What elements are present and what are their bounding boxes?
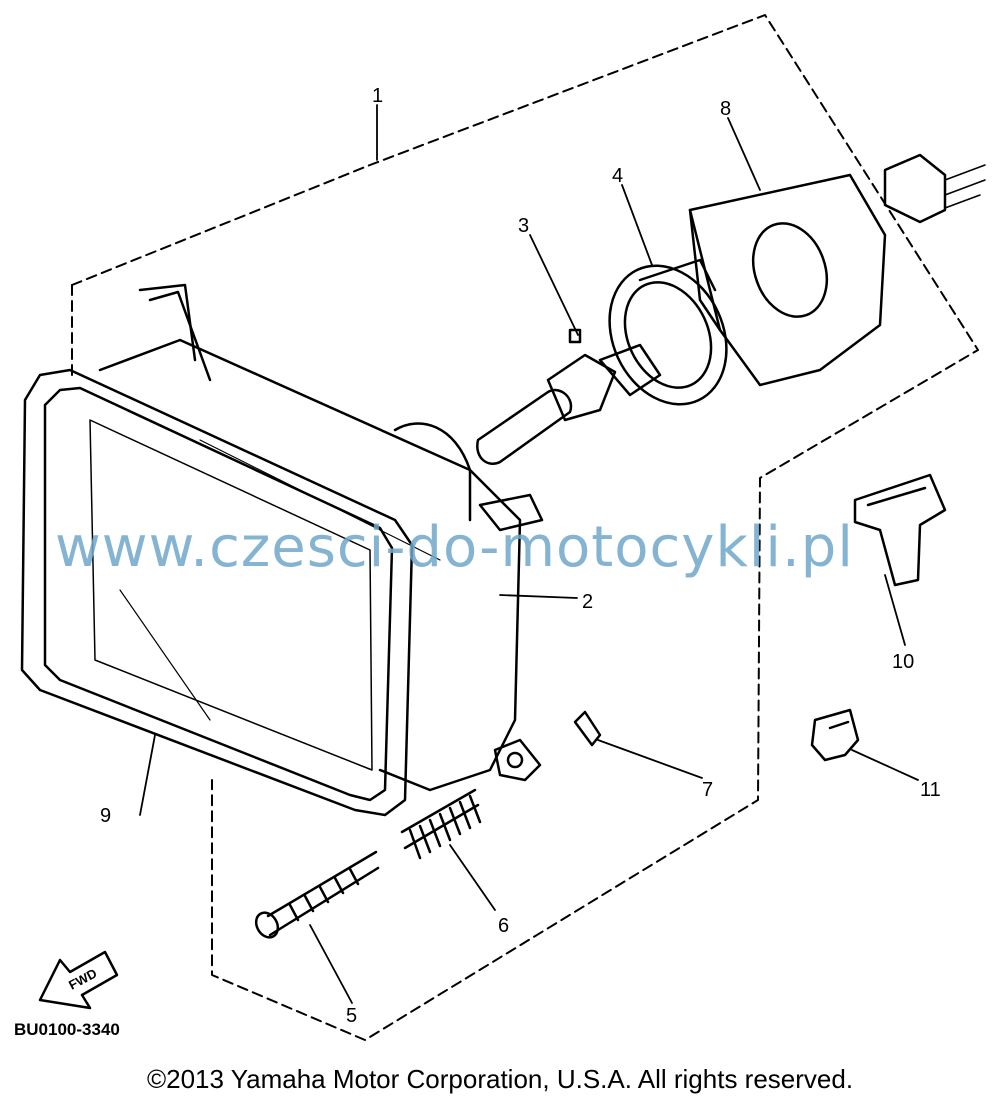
- callout-7: 7: [702, 779, 713, 801]
- bulb-holder: [608, 258, 728, 406]
- callout-3: 3: [518, 215, 529, 237]
- callout-11: 11: [920, 779, 941, 801]
- grommet-part-11: [810, 708, 860, 762]
- leader-lines: [139, 104, 919, 1004]
- headlight-rim: [20, 368, 441, 817]
- assembly-boundary: [71, 14, 979, 1041]
- callout-2: 2: [582, 591, 593, 613]
- headlight-unit: [98, 283, 544, 792]
- callout-4: 4: [612, 165, 623, 187]
- callout-5: 5: [346, 1005, 357, 1027]
- callout-6: 6: [498, 915, 509, 937]
- wire-connector: [883, 153, 986, 224]
- callout-labels: 1 2 3 4 5 6 7 8 9 10 11 FWD: [66, 85, 941, 1027]
- callout-9: 9: [100, 805, 111, 827]
- callout-8: 8: [720, 98, 731, 120]
- callout-10: 10: [892, 651, 914, 673]
- screw-part-5: [254, 850, 380, 939]
- nut-part-7: [573, 710, 602, 747]
- spring-part-6: [400, 788, 482, 860]
- copyright-notice: ©2013 Yamaha Motor Corporation, U.S.A. A…: [146, 1064, 854, 1094]
- clip-part-10: [853, 473, 947, 587]
- headlight-bulb: [476, 328, 662, 465]
- site-watermark: www.czesci-do-motocykli.pl: [55, 515, 854, 580]
- fwd-arrow: [38, 950, 119, 1010]
- diagram-code: BU0100-3340: [14, 1020, 120, 1039]
- callout-1: 1: [372, 85, 383, 107]
- rubber-cover: [688, 173, 887, 387]
